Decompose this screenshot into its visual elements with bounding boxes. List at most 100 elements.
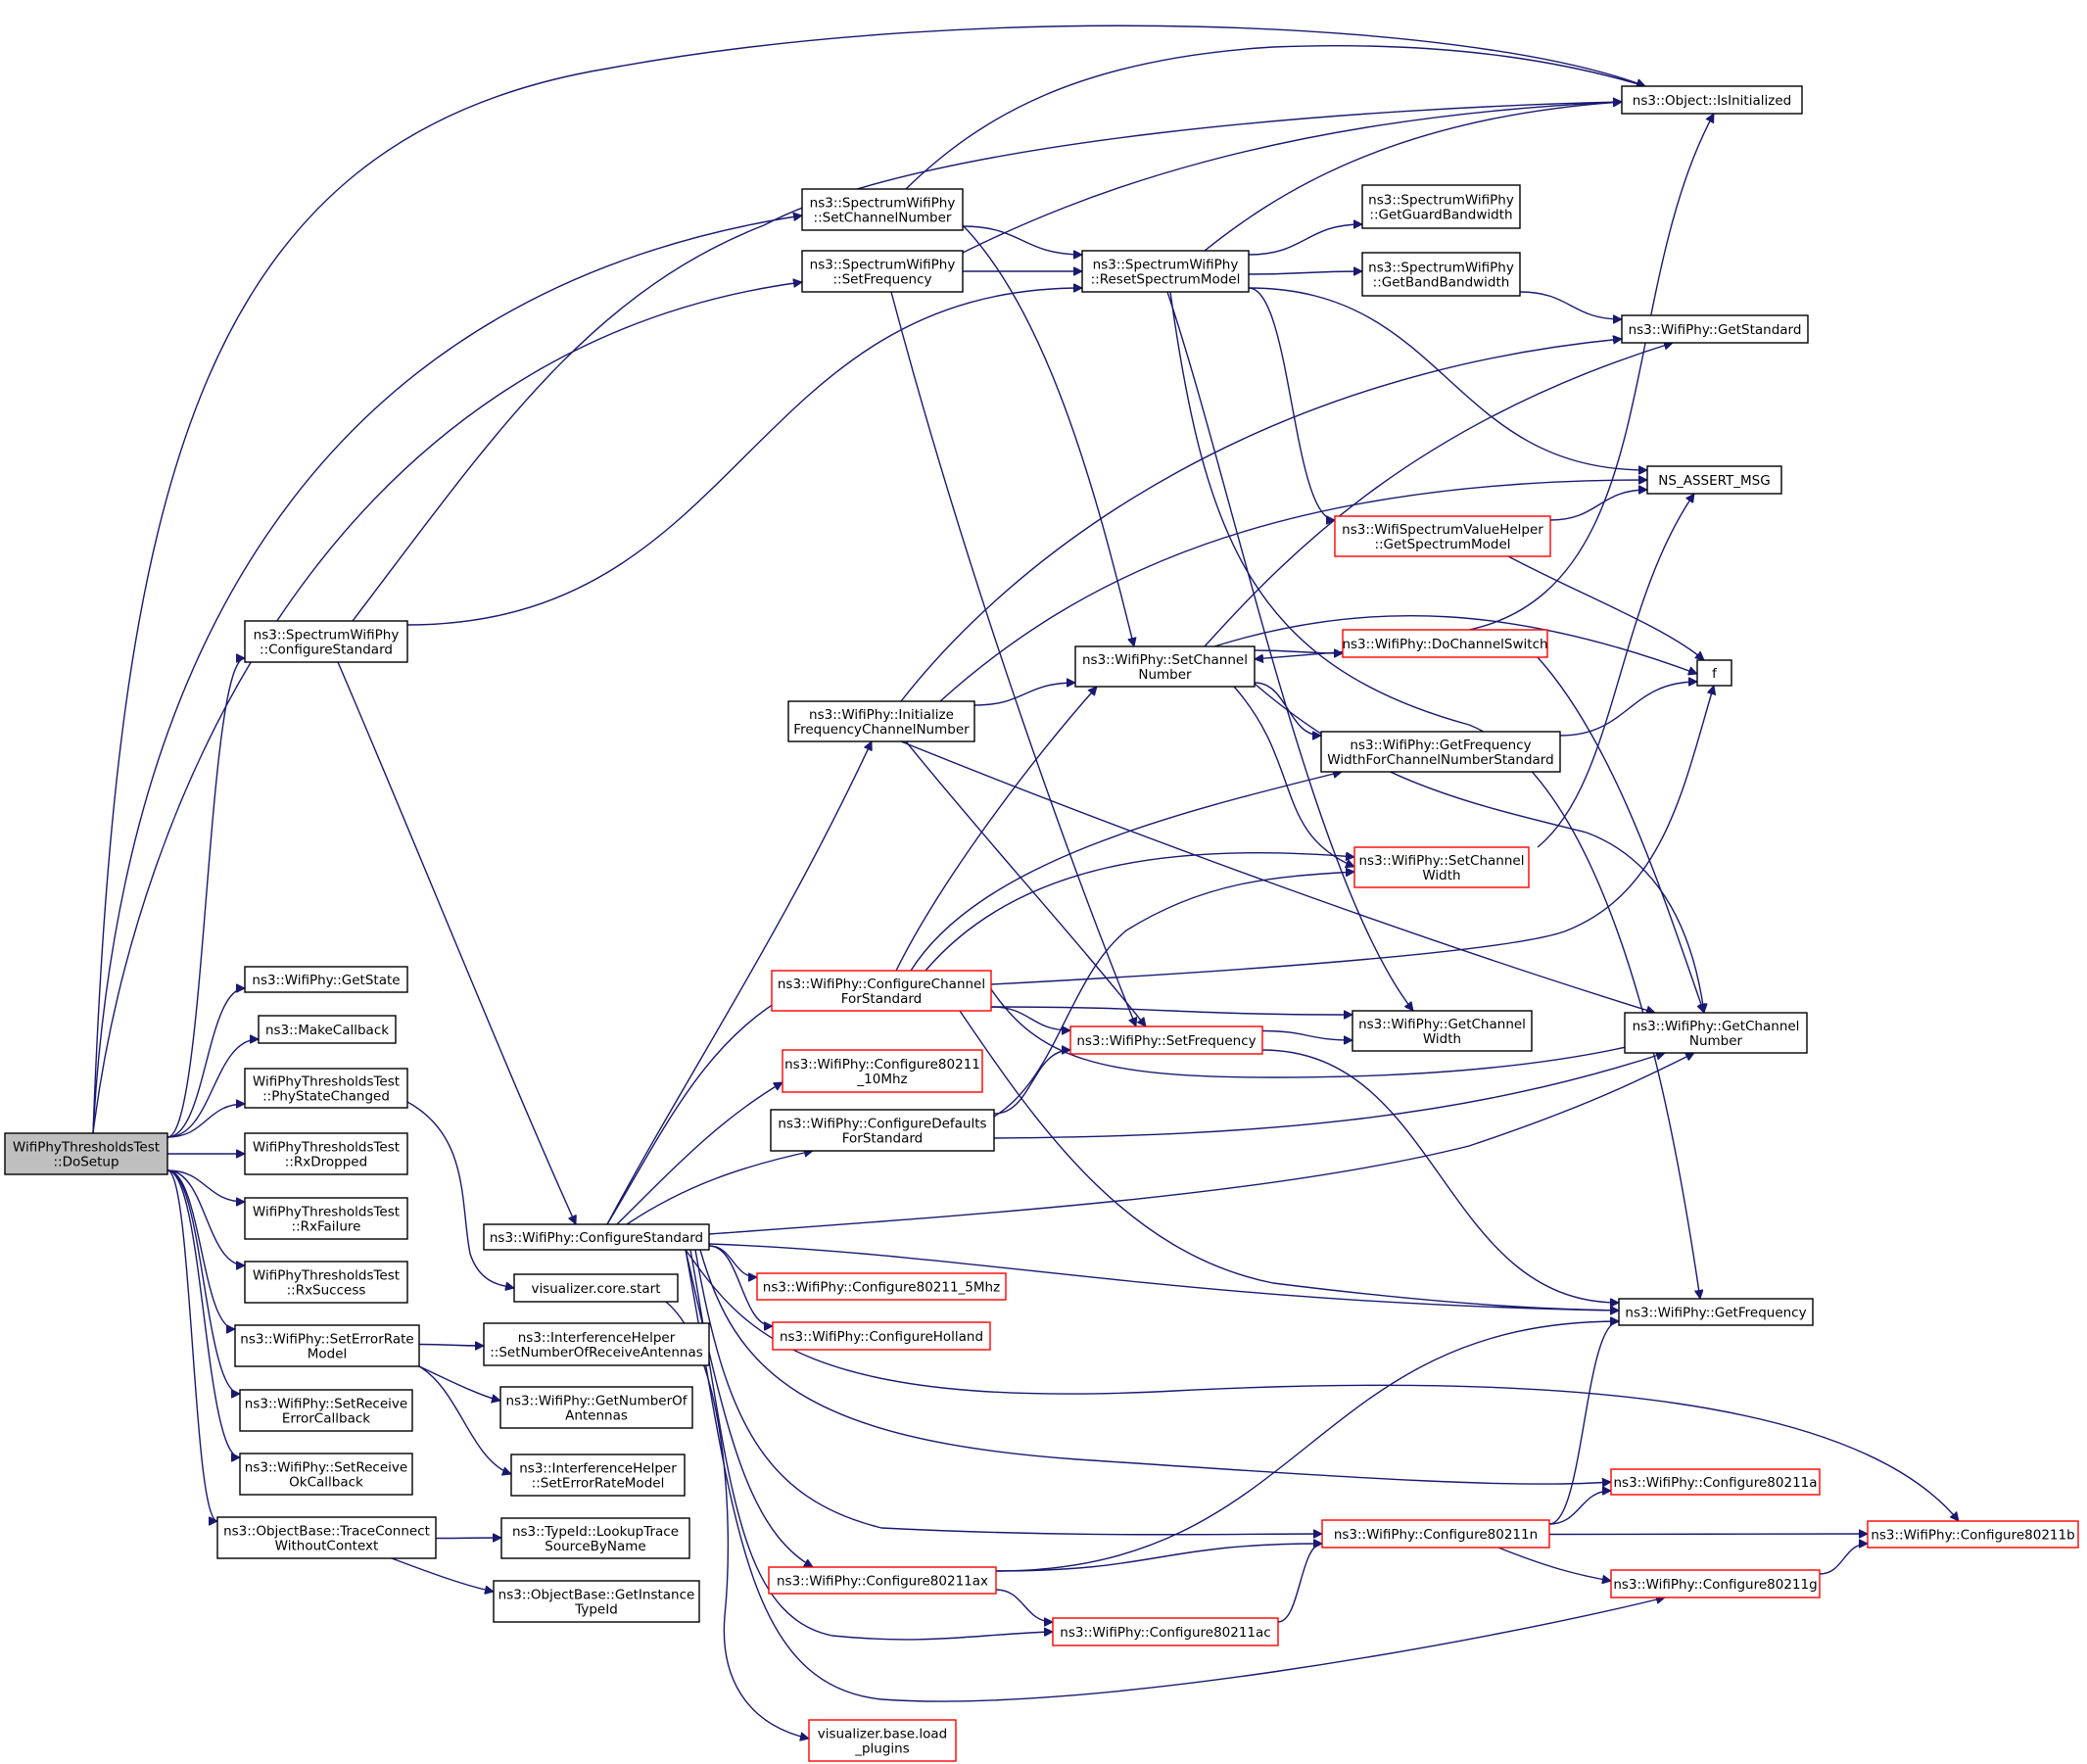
node-vis-start[interactable]: visualizer.core.start [513,1273,679,1303]
node-box[interactable] [244,1068,408,1109]
node-box[interactable] [770,1109,995,1152]
node-box[interactable] [1081,250,1250,293]
node-sw-configstd[interactable]: ns3::SpectrumWifiPhy::ConfigureStandard [244,620,408,663]
node-box[interactable] [483,1223,710,1251]
node-wpt-rxfail[interactable]: WifiPhyThresholdsTest::RxFailure [244,1197,408,1240]
node-box[interactable] [216,1516,437,1559]
node-box[interactable] [244,1261,408,1304]
node-box[interactable] [756,1272,1007,1301]
node-box[interactable] [513,1273,679,1303]
node-box[interactable] [244,966,408,993]
node-box[interactable] [1069,1025,1263,1055]
node-wp-initfcn[interactable]: ns3::WifiPhy::InitializeFrequencyChannel… [787,700,975,742]
node-box[interactable] [1618,1298,1814,1326]
node-box[interactable] [1074,645,1256,688]
node-ob-tcwc[interactable]: ns3::ObjectBase::TraceConnectWithoutCont… [216,1516,437,1559]
node-makecb[interactable]: ns3::MakeCallback [258,1015,397,1044]
node-box[interactable] [1361,252,1521,297]
node-box[interactable] [1361,184,1521,229]
node-wp-c10[interactable]: ns3::WifiPhy::Configure80211_10Mhz [782,1049,983,1093]
node-obj-isinit[interactable]: ns3::Object::IsInitialized [1621,85,1803,115]
node-box[interactable] [1352,1010,1533,1052]
node-box[interactable] [768,1566,997,1595]
node-wp-cdefstd[interactable]: ns3::WifiPhy::ConfigureDefaultsForStanda… [770,1109,995,1152]
node-box[interactable] [1321,1519,1550,1549]
node-box[interactable] [244,1132,408,1175]
node-wp-setchnum[interactable]: ns3::WifiPhy::SetChannelNumber [1074,645,1256,688]
node-box[interactable] [258,1015,397,1044]
node-box[interactable] [808,1719,957,1762]
node-box[interactable] [493,1580,700,1623]
node-box[interactable] [510,1454,686,1497]
node-wp-getfwcn[interactable]: ns3::WifiPhy::GetFrequencyWidthForChanne… [1320,731,1561,773]
node-vis-load[interactable]: visualizer.base.load_plugins [808,1719,957,1762]
node-wpt-rxdrop[interactable]: WifiPhyThresholdsTest::RxDropped [244,1132,408,1175]
node-box[interactable] [1334,515,1551,557]
node-box[interactable] [1867,1520,2079,1549]
node-wp-seterm[interactable]: ns3::WifiPhy::SetErrorRateModel [234,1324,420,1367]
node-wp-configchstd[interactable]: ns3::WifiPhy::ConfigureChannelForStandar… [771,970,992,1012]
node-wpt-psc[interactable]: WifiPhyThresholdsTest::PhyStateChanged [244,1068,408,1109]
node-box[interactable] [500,1517,690,1559]
node-box[interactable] [801,250,964,293]
node-box[interactable] [1320,731,1561,773]
node-box[interactable] [1610,1468,1821,1496]
node-box[interactable] [499,1386,693,1429]
node-box[interactable] [4,1132,168,1175]
node-box[interactable] [1610,1569,1821,1598]
node-wp-c80211g[interactable]: ns3::WifiPhy::Configure80211g [1610,1569,1821,1598]
node-wp-getstd[interactable]: ns3::WifiPhy::GetStandard [1621,314,1809,344]
node-ih-seterm[interactable]: ns3::InterferenceHelper::SetErrorRateMod… [510,1454,686,1497]
node-ns-assert[interactable]: NS_ASSERT_MSG [1646,465,1782,495]
node-box[interactable] [782,1049,983,1093]
node-wpt-rxsucc[interactable]: WifiPhyThresholdsTest::RxSuccess [244,1261,408,1304]
node-sw-setfreq[interactable]: ns3::SpectrumWifiPhy::SetFrequency [801,250,964,293]
node-box[interactable] [244,1197,408,1240]
node-box[interactable] [1624,1012,1808,1054]
node-wp-holland[interactable]: ns3::WifiPhy::ConfigureHolland [772,1321,991,1351]
node-box[interactable] [1621,314,1809,344]
node-wp-c80211a[interactable]: ns3::WifiPhy::Configure80211a [1610,1468,1821,1496]
node-wp-dochsw[interactable]: ns3::WifiPhy::DoChannelSwitch [1342,629,1548,658]
node-box[interactable] [1621,85,1803,115]
node-box[interactable] [234,1324,420,1367]
node-box[interactable] [483,1322,710,1366]
node-wp-c80211ax[interactable]: ns3::WifiPhy::Configure80211ax [768,1566,997,1595]
node-f[interactable]: f [1696,659,1732,687]
node-root[interactable]: WifiPhyThresholdsTest::DoSetup [4,1132,168,1175]
node-box[interactable] [1052,1617,1279,1646]
node-ih-setnra[interactable]: ns3::InterferenceHelper::SetNumberOfRece… [483,1322,710,1366]
node-box[interactable] [1696,659,1732,687]
node-wp-c5[interactable]: ns3::WifiPhy::Configure80211_5Mhz [756,1272,1007,1301]
node-box[interactable] [1646,465,1782,495]
node-wp-configstd[interactable]: ns3::WifiPhy::ConfigureStandard [483,1223,710,1251]
node-sw-reset[interactable]: ns3::SpectrumWifiPhy::ResetSpectrumModel [1081,250,1250,293]
node-wp-c80211ac[interactable]: ns3::WifiPhy::Configure80211ac [1052,1617,1279,1646]
node-sw-bandbw[interactable]: ns3::SpectrumWifiPhy::GetBandBandwidth [1361,252,1521,297]
node-box[interactable] [244,620,408,663]
node-box[interactable] [239,1453,413,1496]
node-wp-setfreq[interactable]: ns3::WifiPhy::SetFrequency [1069,1025,1263,1055]
node-wp-getfreq[interactable]: ns3::WifiPhy::GetFrequency [1618,1298,1814,1326]
node-box[interactable] [239,1389,413,1432]
node-sw-guardbw[interactable]: ns3::SpectrumWifiPhy::GetGuardBandwidth [1361,184,1521,229]
node-wsvh-getsm[interactable]: ns3::WifiSpectrumValueHelper::GetSpectru… [1334,515,1551,557]
node-box[interactable] [771,970,992,1012]
node-box[interactable] [787,700,975,742]
node-box[interactable] [801,188,964,231]
node-wp-c80211b[interactable]: ns3::WifiPhy::Configure80211b [1867,1520,2079,1549]
node-box[interactable] [772,1321,991,1351]
node-box[interactable] [1342,629,1548,658]
node-wp-c80211n[interactable]: ns3::WifiPhy::Configure80211n [1321,1519,1550,1549]
node-wp-getstate[interactable]: ns3::WifiPhy::GetState [244,966,408,993]
node-box[interactable] [1353,846,1530,888]
node-sw-setchan[interactable]: ns3::SpectrumWifiPhy::SetChannelNumber [801,188,964,231]
